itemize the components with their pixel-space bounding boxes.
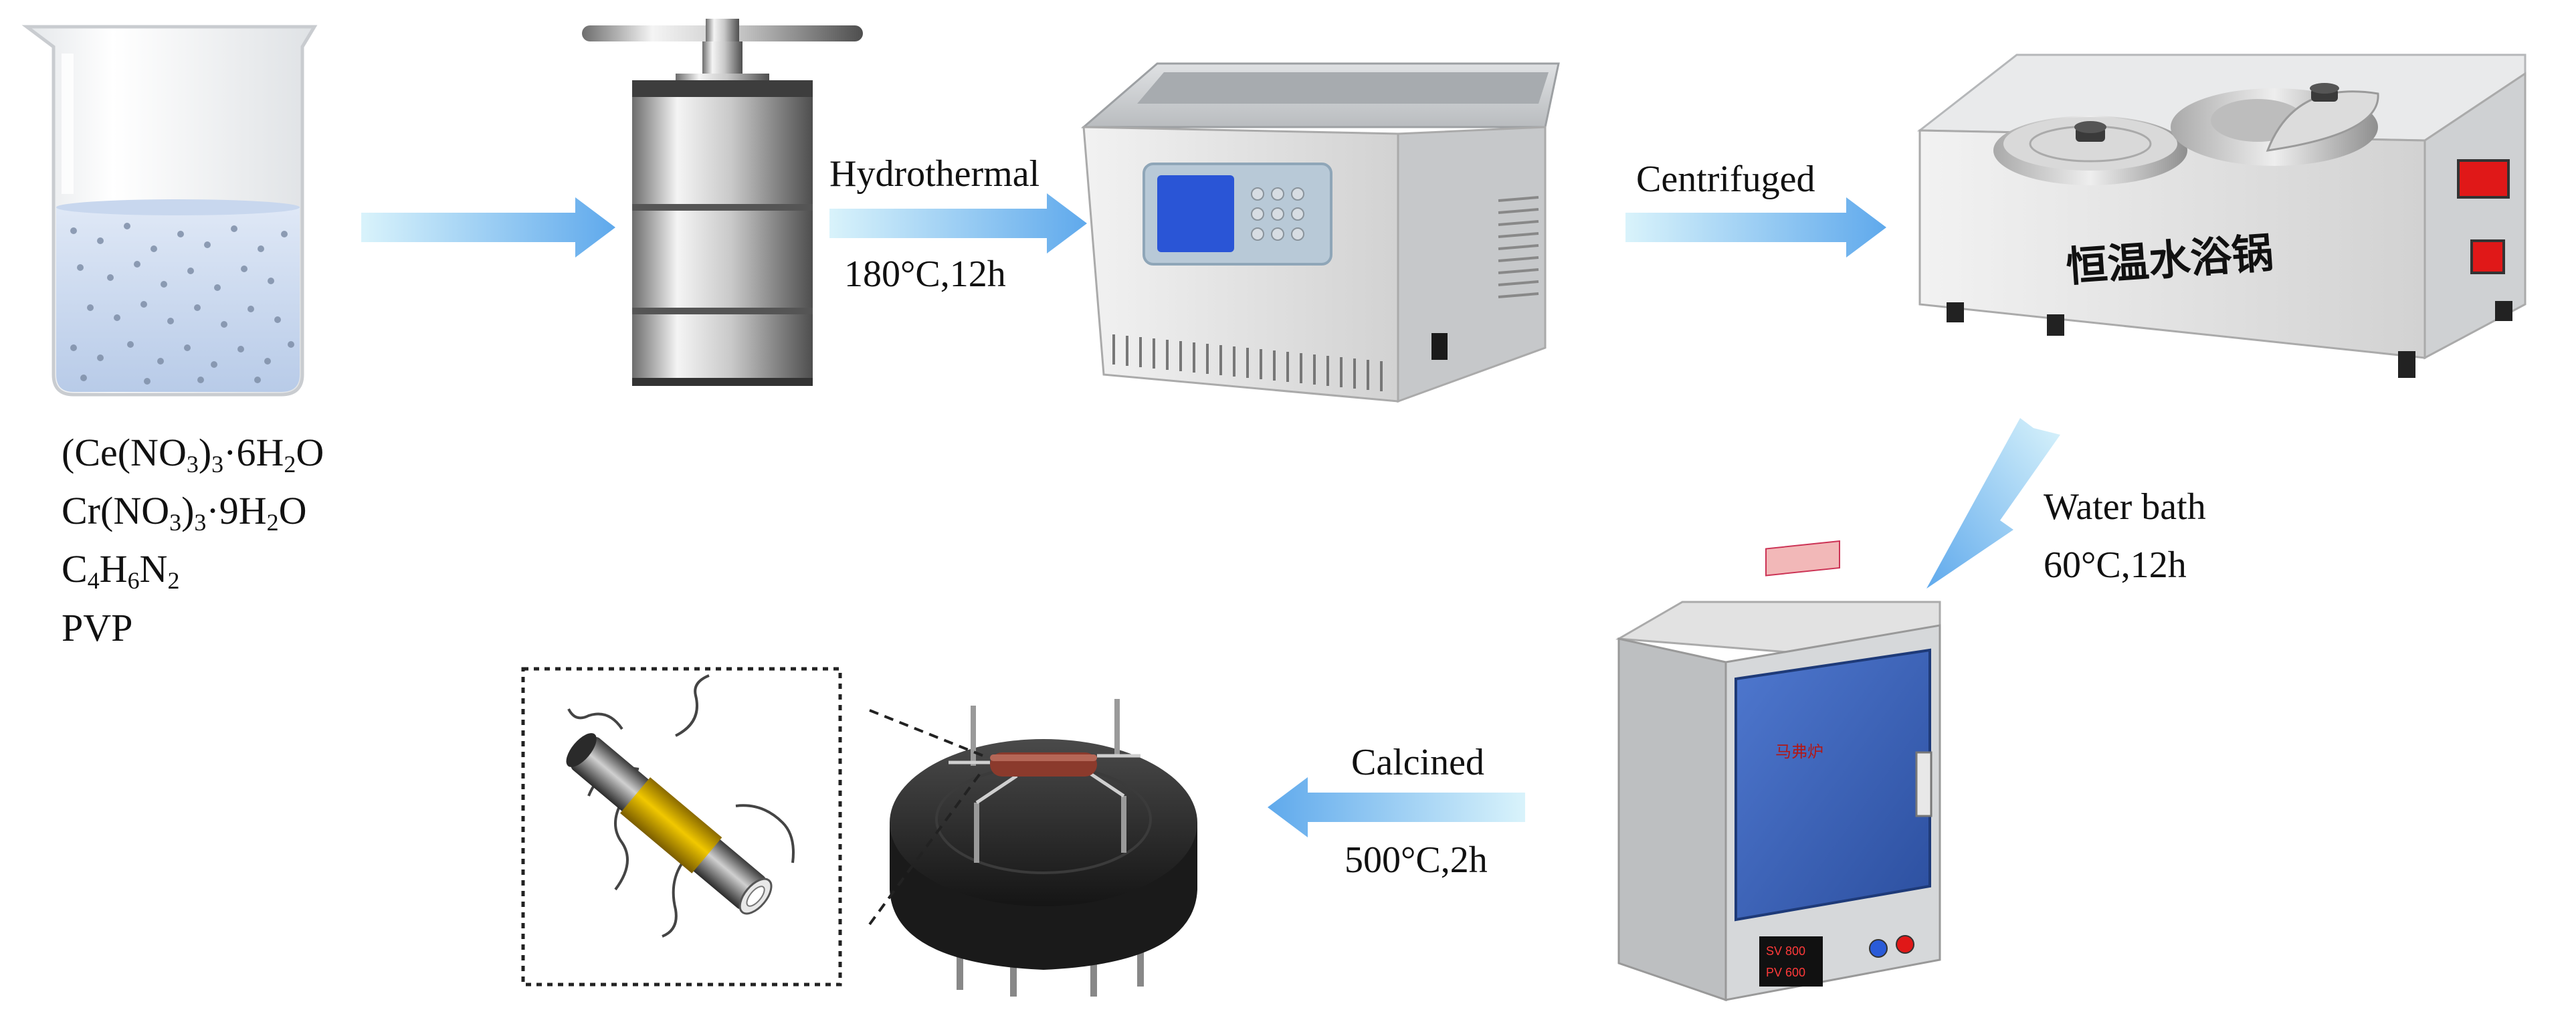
muffle-furnace-icon: 马弗炉 SV 800 PV 600 bbox=[1615, 540, 1941, 1002]
step-condition-water-bath: 60°C,12h bbox=[2044, 544, 2187, 586]
step-condition-hydrothermal: 180°C,12h bbox=[844, 253, 1006, 295]
centrifuge-icon bbox=[1080, 62, 1560, 403]
sensor-base-icon bbox=[890, 699, 1197, 997]
flow-arrow-4 bbox=[1926, 418, 2060, 589]
reagent-methylimidazole: C4H6N2 bbox=[62, 547, 180, 595]
zoom-connector-lines bbox=[868, 709, 985, 926]
reagent-cr-nitrate: Cr(NO3)3·9H2O bbox=[62, 489, 307, 536]
step-label-calcined: Calcined bbox=[1351, 742, 1485, 783]
step-label-water-bath: Water bath bbox=[2044, 486, 2206, 528]
flow-arrow-1 bbox=[361, 197, 615, 258]
step-label-hydrothermal: Hydrothermal bbox=[829, 153, 1040, 195]
water-bath-icon: 恒温水浴锅 bbox=[1916, 54, 2527, 378]
flow-arrow-3 bbox=[1625, 197, 1886, 258]
furnace-pv-readout: PV 600 bbox=[1766, 966, 1805, 979]
furnace-sv-readout: SV 800 bbox=[1766, 944, 1805, 958]
autoclave-icon bbox=[582, 19, 863, 386]
step-condition-calcined: 500°C,2h bbox=[1345, 839, 1488, 881]
flow-arrow-2 bbox=[829, 193, 1087, 253]
beaker-icon bbox=[21, 25, 318, 397]
furnace-label: 马弗炉 bbox=[1775, 743, 1823, 761]
step-label-centrifuged: Centrifuged bbox=[1636, 159, 1815, 200]
reagent-pvp: PVP bbox=[62, 606, 133, 649]
flow-arrow-5 bbox=[1268, 777, 1525, 837]
reagent-ce-nitrate: (Ce(NO3)3·6H2O bbox=[62, 431, 324, 478]
sensor-tube-icon bbox=[566, 674, 795, 938]
